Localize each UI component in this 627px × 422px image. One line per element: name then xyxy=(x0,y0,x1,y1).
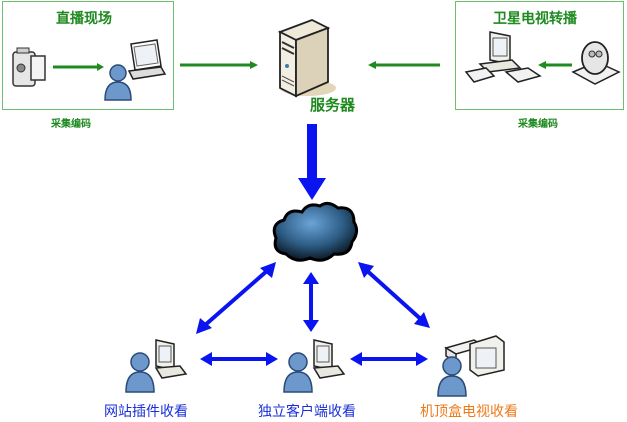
arrow-to-server-left xyxy=(180,61,258,69)
satellite-box: 卫星电视转播 xyxy=(455,1,624,110)
desktop-computer-icon xyxy=(464,31,542,83)
client-standalone-computer-icon xyxy=(312,339,346,379)
satellite-caption: 采集编码 xyxy=(518,119,558,130)
arrow-to-server-right xyxy=(368,61,440,69)
video-camera-icon xyxy=(12,47,46,87)
client-settopbox-user-icon xyxy=(437,356,467,397)
client-settopbox-label: 机顶盒电视收看 xyxy=(420,404,518,420)
live-site-box: 直播现场 xyxy=(2,1,174,110)
cloud-network-icon xyxy=(272,201,359,262)
client-website-user-icon xyxy=(125,352,155,393)
arrow-cloud-left-client xyxy=(196,262,276,334)
live-site-title: 直播现场 xyxy=(56,11,112,27)
server-label: 服务器 xyxy=(310,96,356,114)
arrow-cloud-center-client xyxy=(303,272,319,332)
client-settopbox-tv-icon xyxy=(444,335,505,377)
arrow-server-to-cloud xyxy=(298,124,326,200)
arrow-cloud-right-client xyxy=(358,262,430,328)
satellite-dish-icon xyxy=(571,41,621,85)
laptop-icon xyxy=(127,39,167,80)
client-standalone-label: 独立客户端收看 xyxy=(258,404,356,420)
client-website-label: 网站插件收看 xyxy=(104,404,188,420)
live-site-caption: 采集编码 xyxy=(51,119,91,130)
arrow-right-icon xyxy=(53,63,104,71)
client-website-computer-icon xyxy=(154,339,188,379)
satellite-title: 卫星电视转播 xyxy=(493,11,577,27)
arrow-center-right-clients xyxy=(350,352,428,366)
client-standalone-user-icon xyxy=(283,352,313,393)
server-icon xyxy=(277,19,336,98)
arrow-left-center-clients xyxy=(200,352,278,366)
arrow-left-icon xyxy=(538,61,572,69)
user-icon xyxy=(104,64,132,101)
